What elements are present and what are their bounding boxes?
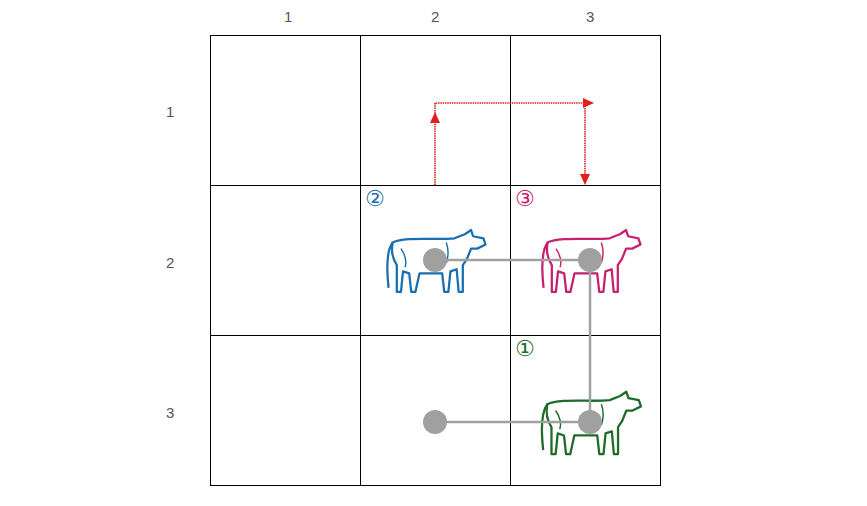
axis-number: 3 bbox=[586, 9, 594, 24]
axis-number: 2 bbox=[166, 255, 174, 270]
callout-number: ① bbox=[515, 338, 535, 360]
callout-number: ③ bbox=[515, 188, 535, 210]
path-dots bbox=[423, 248, 602, 434]
grid-cell: ① bbox=[510, 335, 660, 485]
move-arrow bbox=[430, 98, 594, 185]
grid bbox=[211, 36, 661, 486]
callout-number: ② bbox=[365, 188, 385, 210]
grid-cell: ② bbox=[360, 185, 510, 335]
path-line bbox=[435, 260, 590, 422]
axis-number: 1 bbox=[284, 9, 292, 24]
axis-number: 3 bbox=[166, 405, 174, 420]
grid-cell: ③ bbox=[510, 185, 660, 335]
axis-number: 1 bbox=[166, 104, 174, 119]
axis-number: 2 bbox=[431, 9, 439, 24]
